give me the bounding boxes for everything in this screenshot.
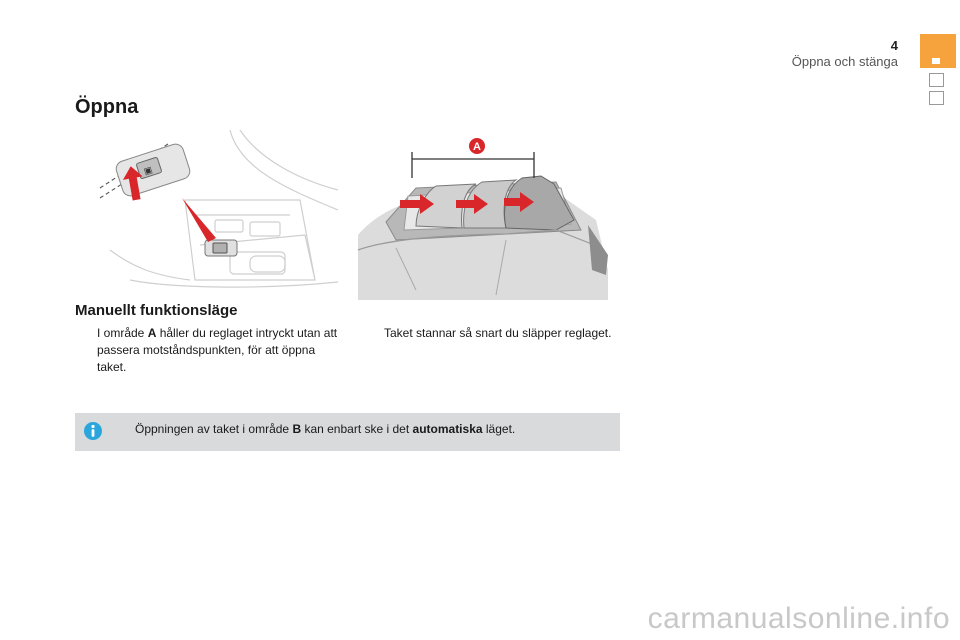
console-illustration: ▣ bbox=[99, 130, 338, 288]
info-text: Öppningen av taket i område B kan enbart… bbox=[135, 421, 515, 437]
watermark: carmanualsonline.info bbox=[647, 602, 950, 635]
info-text-mid: kan enbart ske i det bbox=[301, 422, 413, 436]
info-box: Öppningen av taket i område B kan enbart… bbox=[75, 413, 620, 451]
svg-text:▣: ▣ bbox=[143, 165, 154, 177]
sunroof-illustration: A bbox=[356, 130, 612, 300]
bullet-key: A bbox=[147, 326, 157, 340]
bullet-item: I område A håller du reglaget intryckt u… bbox=[75, 325, 345, 376]
chapter-tab-active[interactable] bbox=[920, 34, 956, 68]
bullet-text-pre: I område bbox=[97, 326, 148, 340]
section-subtitle: Manuellt funktionsläge bbox=[75, 302, 238, 319]
page-number: 4 bbox=[890, 38, 898, 53]
chapter-tab-empty-2[interactable] bbox=[929, 91, 944, 105]
bullet-text: I område A håller du reglaget intryckt u… bbox=[75, 325, 345, 376]
callout-a-label: A bbox=[473, 141, 481, 153]
info-text-pre: Öppningen av taket i område bbox=[135, 422, 293, 436]
chapter-tab-empty-1[interactable] bbox=[929, 73, 944, 87]
section-title: Öppna bbox=[75, 96, 139, 118]
chapter-title: Öppna och stänga bbox=[791, 54, 898, 69]
info-bold: automatiska bbox=[412, 422, 483, 436]
bullet-text-post: håller du reglaget intryckt utan att pas… bbox=[97, 326, 338, 374]
info-icon bbox=[84, 422, 102, 440]
bullet-text: Taket stannar så snart du släpper reglag… bbox=[384, 326, 612, 340]
info-text-post: läget. bbox=[482, 422, 516, 436]
bullet-item: Taket stannar så snart du släpper reglag… bbox=[362, 325, 632, 342]
info-key: B bbox=[292, 422, 302, 436]
